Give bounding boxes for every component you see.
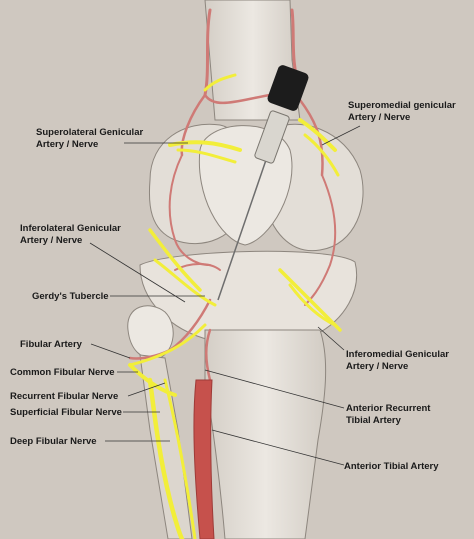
needle-hub bbox=[254, 110, 290, 164]
fibular-head bbox=[127, 305, 174, 360]
label-anterior-recurrent-1: Anterior Recurrent bbox=[346, 403, 431, 414]
anterior-tibial-artery bbox=[193, 379, 215, 539]
nerves bbox=[128, 73, 342, 539]
label-gerdys-tubercle: Gerdy's Tubercle bbox=[32, 291, 109, 302]
label-inferomedial-2: Artery / Nerve bbox=[346, 361, 408, 372]
label-recurrent-fibular-nerve: Recurrent Fibular Nerve bbox=[10, 391, 118, 402]
label-superficial-fibular-nerve: Superficial Fibular Nerve bbox=[10, 407, 122, 418]
label-superolateral-1: Superolateral Genicular bbox=[36, 127, 143, 138]
label-fibular-artery: Fibular Artery bbox=[20, 339, 83, 350]
label-common-fibular-nerve: Common Fibular Nerve bbox=[10, 367, 115, 378]
needle-cap bbox=[267, 65, 309, 111]
label-inferolateral-2: Artery / Nerve bbox=[20, 235, 82, 246]
label-inferomedial-1: Inferomedial Genicular bbox=[346, 349, 449, 360]
labels: Superolateral Genicular Artery / Nerve S… bbox=[10, 100, 456, 472]
label-inferolateral-1: Inferolateral Genicular bbox=[20, 223, 121, 234]
label-anterior-recurrent-2: Tibial Artery bbox=[346, 415, 402, 426]
label-superomedial-1: Superomedial genicular bbox=[348, 100, 456, 111]
needle bbox=[217, 65, 309, 301]
label-deep-fibular-nerve: Deep Fibular Nerve bbox=[10, 436, 97, 447]
leader-lines bbox=[89, 125, 361, 466]
label-superolateral-2: Artery / Nerve bbox=[36, 139, 98, 150]
tibia-shaft bbox=[204, 329, 327, 539]
label-anterior-tibial-artery: Anterior Tibial Artery bbox=[344, 461, 439, 472]
label-superomedial-2: Artery / Nerve bbox=[348, 112, 410, 123]
